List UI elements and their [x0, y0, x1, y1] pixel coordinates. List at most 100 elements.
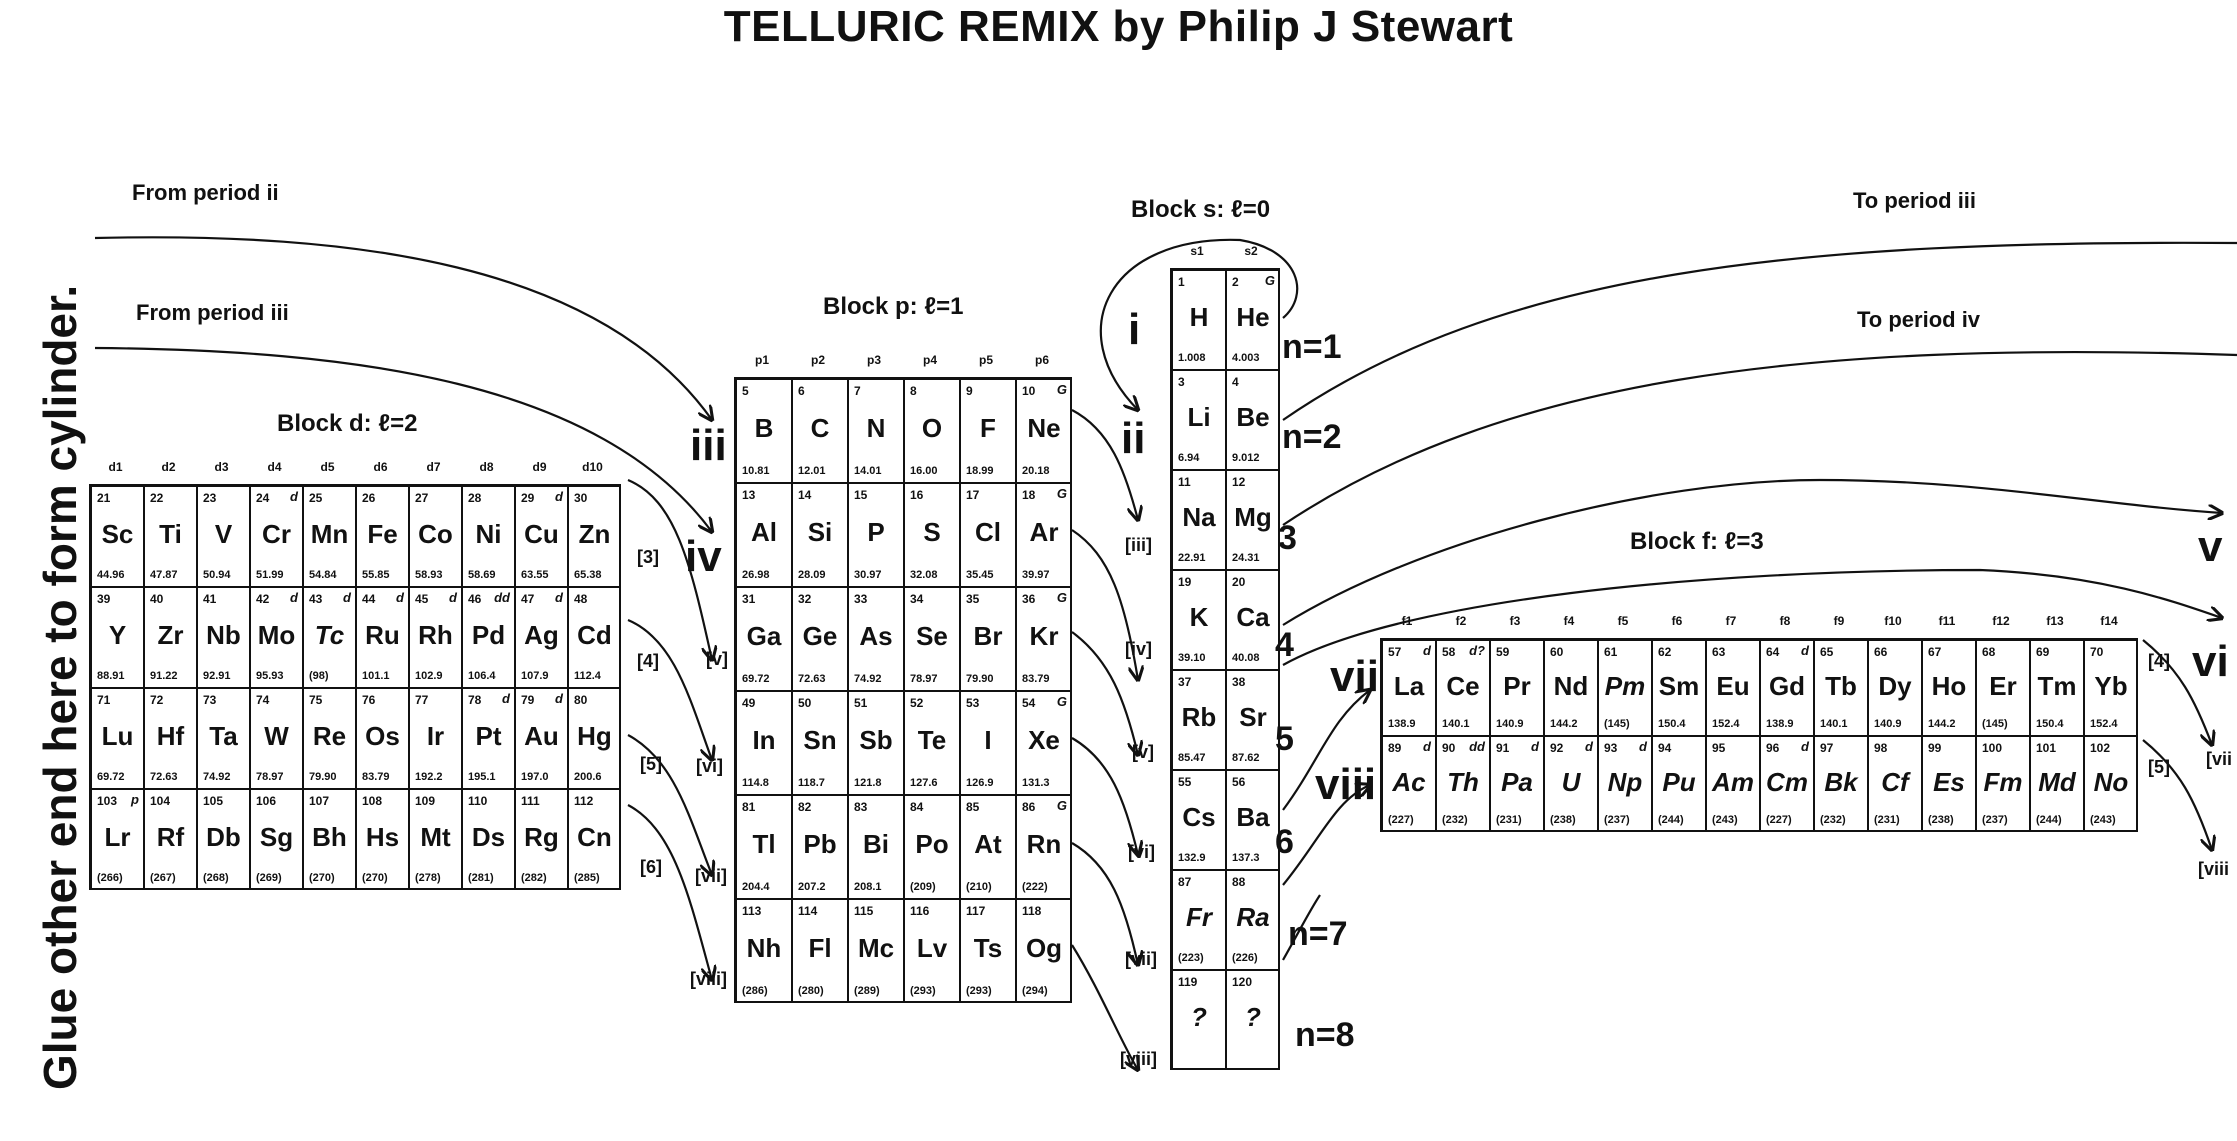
element-symbol: Tm [2037, 671, 2077, 702]
element-symbol: Og [1025, 932, 1063, 963]
atomic-weight: 140.1 [1442, 718, 1470, 730]
atomic-number: 111 [521, 794, 540, 808]
annotation-mark: d [1801, 643, 1809, 658]
annotation-mark: G [1056, 590, 1067, 605]
element-symbol: Co [418, 518, 453, 549]
element-symbol: Es [1933, 767, 1965, 798]
annotation-mark: dd [1469, 739, 1485, 754]
atomic-weight: 127.6 [910, 777, 938, 789]
element-symbol: Cd [577, 619, 612, 650]
atomic-number: 42 [256, 592, 270, 606]
atomic-number: 48 [574, 592, 588, 606]
atomic-number: 113 [742, 904, 762, 918]
element-symbol: Mo [257, 619, 296, 650]
d-headers-header: d9 [532, 460, 547, 474]
atomic-weight: 140.9 [1496, 718, 1524, 730]
f-headers-header: f3 [1509, 614, 1521, 628]
element-symbol: B [754, 412, 774, 443]
atomic-number: 50 [798, 696, 812, 710]
atomic-weight: (98) [309, 670, 329, 682]
atomic-weight: 78.97 [256, 771, 284, 783]
annotation-mark: d [555, 489, 563, 504]
atomic-weight: (285) [574, 872, 600, 884]
atomic-number: 28 [468, 491, 482, 505]
element-symbol: Rn [1026, 828, 1062, 859]
atomic-weight: 92.91 [203, 670, 231, 682]
atomic-number: 64 [1766, 645, 1780, 659]
element-symbol: Ba [1236, 802, 1270, 833]
atomic-weight: 39.97 [1022, 569, 1050, 581]
element-symbol: ? [1245, 1002, 1261, 1033]
atomic-number: 37 [1178, 675, 1192, 689]
atomic-number: 53 [966, 696, 980, 710]
annotation-mark: d [290, 590, 298, 605]
atomic-weight: 85.47 [1178, 752, 1206, 764]
f-headers-header: f12 [1992, 614, 2010, 628]
atomic-weight: 83.79 [362, 771, 390, 783]
annotation-mark: d [396, 590, 404, 605]
atomic-weight: 112.4 [574, 670, 601, 682]
arrow-period-3-to-v [1282, 478, 2222, 626]
arrow-f-row2-out [2142, 739, 2212, 850]
atomic-weight: 137.3 [1232, 852, 1260, 864]
atomic-number: 16 [910, 488, 924, 502]
atomic-number: 11 [1178, 475, 1191, 489]
atomic-weight: 87.62 [1232, 752, 1260, 764]
atomic-weight: (269) [256, 872, 282, 884]
block-f-label: Block f: ℓ=3 [1630, 528, 1764, 555]
element-symbol: Ac [1392, 767, 1426, 798]
element-symbol: Se [916, 620, 948, 651]
atomic-weight: 121.8 [854, 777, 882, 789]
element-symbol: Ho [1931, 671, 1967, 702]
element-symbol: Au [524, 720, 559, 751]
atomic-weight: 26.98 [742, 569, 770, 581]
shell-label: n=1 [1282, 328, 1342, 366]
element-symbol: Rb [1181, 702, 1217, 733]
element-symbol: Si [807, 516, 833, 547]
element-symbol: Er [1989, 671, 2017, 702]
element-symbol: P [867, 516, 885, 547]
atomic-number: 45 [415, 592, 429, 606]
annotation-mark: G [1056, 798, 1067, 813]
element-symbol: Mn [310, 518, 349, 549]
atomic-number: 44 [362, 592, 376, 606]
arrow-d-row1-p [627, 478, 712, 660]
element-symbol: Bh [312, 821, 347, 852]
atomic-number: 33 [854, 592, 868, 606]
annotation-mark: d? [1469, 643, 1485, 658]
atomic-number: 87 [1178, 875, 1192, 889]
element-symbol: Bi [863, 828, 889, 859]
element-symbol: Na [1182, 502, 1216, 533]
atomic-weight: 95.93 [256, 670, 284, 682]
block-p-label: Block p: ℓ=1 [823, 293, 964, 320]
arrow-s-row6-f [1282, 785, 1370, 886]
atomic-weight: 131.3 [1022, 777, 1050, 789]
element-symbol: Hg [577, 720, 612, 751]
atomic-weight: 12.01 [798, 465, 826, 477]
atomic-weight: 144.2 [1550, 718, 1578, 730]
atomic-weight: (270) [309, 872, 335, 884]
